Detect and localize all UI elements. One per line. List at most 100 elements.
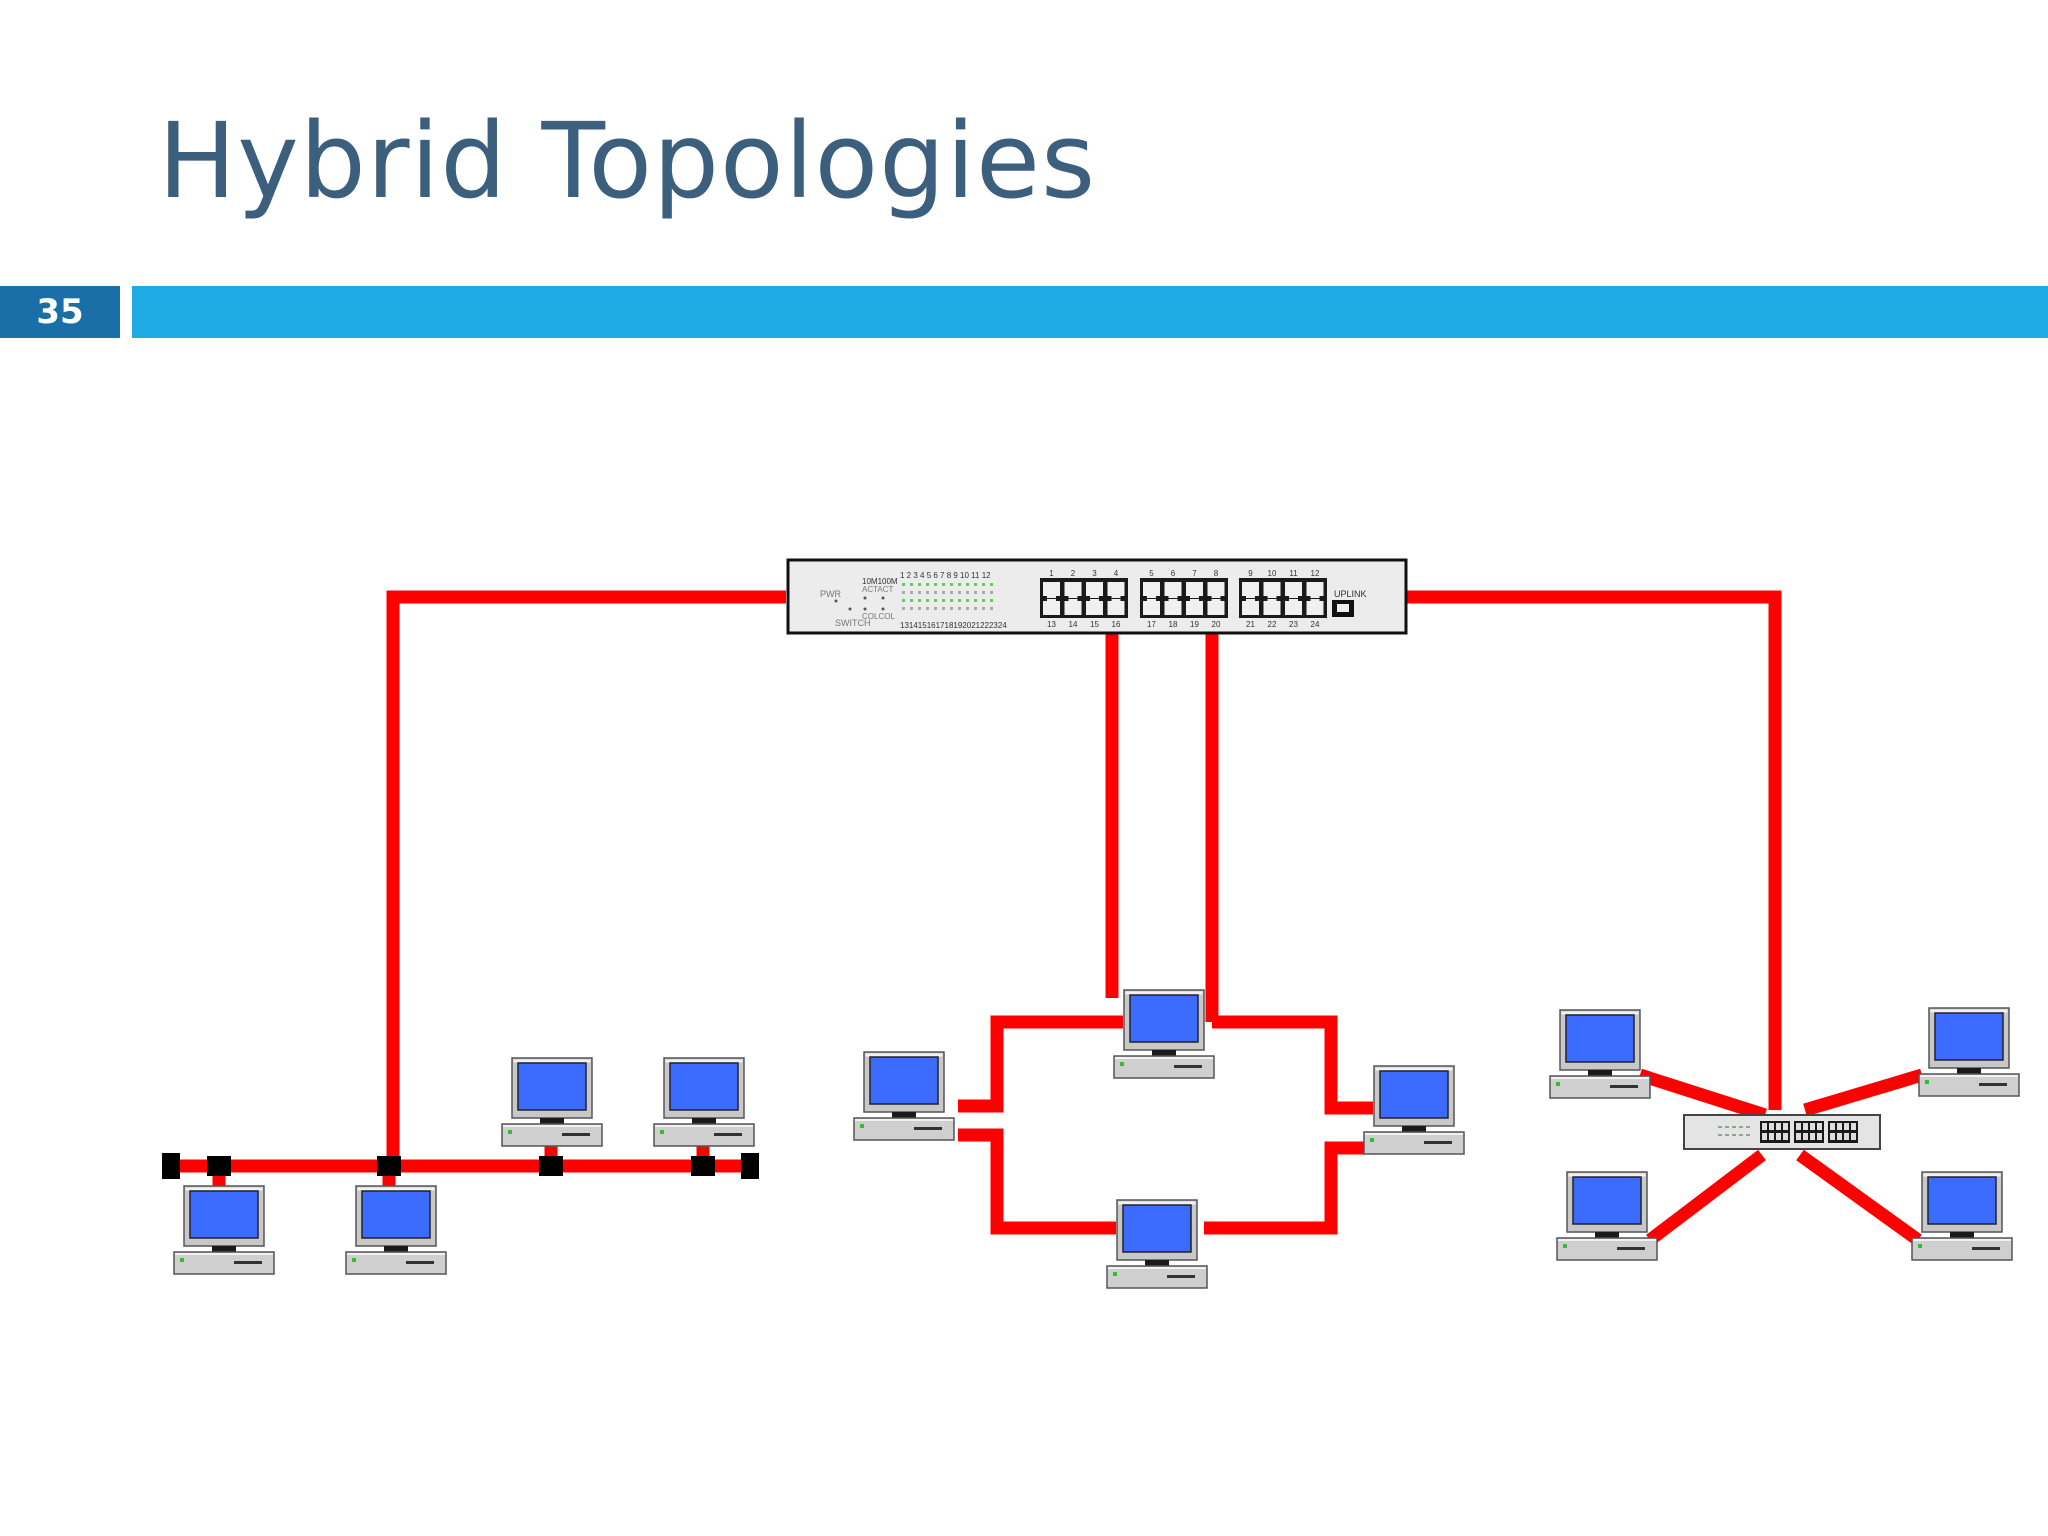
computer-icon bbox=[1556, 1171, 1658, 1261]
port-number-label: 22 bbox=[1268, 620, 1277, 629]
port-number-label: 23 bbox=[1289, 620, 1298, 629]
ethernet-port bbox=[1186, 582, 1203, 596]
computer-icon bbox=[1918, 1007, 2020, 1097]
bus-terminator-icon bbox=[162, 1153, 180, 1179]
switch-label-speed: 10M100M bbox=[862, 577, 898, 586]
switch-led bbox=[974, 607, 977, 610]
switch-led bbox=[918, 599, 921, 602]
port-number-label: 13 bbox=[1047, 620, 1056, 629]
port-number-label: 1 bbox=[1049, 569, 1054, 578]
switch-uplink-label: UPLINK bbox=[1334, 589, 1367, 599]
switch-led bbox=[958, 607, 961, 610]
hub-port-block bbox=[1794, 1121, 1824, 1143]
cable-switch-to-bus bbox=[386, 590, 786, 1166]
switch-led bbox=[966, 583, 969, 586]
switch-led bbox=[926, 607, 929, 610]
switch-led bbox=[910, 599, 913, 602]
ethernet-port bbox=[1164, 582, 1182, 596]
ethernet-port bbox=[1086, 601, 1103, 615]
computer-icon bbox=[1549, 1009, 1651, 1099]
port-number-label: 11 bbox=[1289, 569, 1298, 578]
switch-led bbox=[918, 607, 921, 610]
title-accent-bar bbox=[132, 286, 2048, 338]
computer-icon bbox=[1106, 1199, 1208, 1289]
switch-led bbox=[942, 583, 945, 586]
switch-led bbox=[958, 583, 961, 586]
star-spoke-cable bbox=[1646, 1149, 1766, 1246]
switch-led-numbers-bottom: 131415161718192021222324 bbox=[900, 621, 1007, 630]
switch-led bbox=[942, 591, 945, 594]
switch-led bbox=[982, 607, 985, 610]
bus-terminator-icon bbox=[741, 1153, 759, 1179]
ethernet-port bbox=[1242, 601, 1259, 615]
ethernet-port bbox=[1306, 582, 1324, 596]
switch-led bbox=[942, 607, 945, 610]
switch-led bbox=[990, 583, 993, 586]
ethernet-port bbox=[1242, 582, 1259, 596]
star-spoke-cable bbox=[1796, 1149, 1922, 1246]
switch-label-col: COLCOL bbox=[862, 612, 895, 621]
switch-led bbox=[958, 599, 961, 602]
port-number-label: 8 bbox=[1214, 569, 1219, 578]
switch-led-numbers-top: 1 2 3 4 5 6 7 8 9 10 11 12 bbox=[900, 571, 991, 580]
switch-led bbox=[902, 591, 905, 594]
port-number-label: 5 bbox=[1149, 569, 1154, 578]
switch-led bbox=[982, 599, 985, 602]
port-number-label: 20 bbox=[1212, 620, 1221, 629]
star-spoke-cable bbox=[1638, 1068, 1767, 1122]
switch-led bbox=[950, 591, 953, 594]
switch-led bbox=[902, 607, 905, 610]
switch-led bbox=[934, 591, 937, 594]
switch-led-rows bbox=[902, 583, 993, 610]
network-cables bbox=[170, 590, 1924, 1246]
port-number-label: 14 bbox=[1069, 620, 1078, 629]
bus-tap-connector bbox=[539, 1156, 563, 1176]
switch-led bbox=[974, 583, 977, 586]
port-number-label: 19 bbox=[1190, 620, 1199, 629]
ethernet-port bbox=[1064, 601, 1082, 615]
port-number-label: 10 bbox=[1268, 569, 1277, 578]
port-number-label: 21 bbox=[1246, 620, 1255, 629]
hub-port-block bbox=[1760, 1121, 1790, 1143]
computer-icon bbox=[173, 1185, 275, 1275]
ring-cable-bottom-right bbox=[1204, 1141, 1368, 1235]
port-number-label: 16 bbox=[1112, 620, 1121, 629]
switch-led bbox=[926, 599, 929, 602]
switch-led bbox=[950, 607, 953, 610]
switch-led bbox=[926, 591, 929, 594]
switch-led bbox=[982, 591, 985, 594]
bus-tap-connector bbox=[377, 1156, 401, 1176]
switch-label-pwr: PWR bbox=[820, 589, 841, 599]
port-number-label: 4 bbox=[1114, 569, 1119, 578]
computer-icon bbox=[653, 1057, 755, 1147]
switch-led bbox=[990, 591, 993, 594]
port-number-label: 18 bbox=[1169, 620, 1178, 629]
switch-led bbox=[958, 591, 961, 594]
switch-led bbox=[974, 599, 977, 602]
switch-led bbox=[902, 599, 905, 602]
switch-led bbox=[926, 583, 929, 586]
switch-led bbox=[982, 583, 985, 586]
switch-led bbox=[910, 591, 913, 594]
switch-led bbox=[918, 583, 921, 586]
switch-led bbox=[934, 599, 937, 602]
ring-cable-top-right bbox=[1212, 1015, 1373, 1115]
ethernet-port bbox=[1143, 601, 1160, 615]
ethernet-port bbox=[1086, 582, 1103, 596]
ethernet-port bbox=[1043, 601, 1060, 615]
ethernet-port bbox=[1164, 601, 1182, 615]
switch-label-switch: SWITCH bbox=[835, 618, 871, 628]
ethernet-port bbox=[1107, 601, 1125, 615]
port-number-label: 2 bbox=[1071, 569, 1076, 578]
switch-led bbox=[990, 599, 993, 602]
switch-led bbox=[950, 583, 953, 586]
bus-tap-connector bbox=[207, 1156, 231, 1176]
cable-switch-to-star bbox=[1402, 590, 1782, 1110]
switch-led bbox=[966, 607, 969, 610]
bus-tap-connector bbox=[691, 1156, 715, 1176]
computer-icon bbox=[853, 1051, 955, 1141]
switch-led bbox=[934, 607, 937, 610]
switch-led bbox=[950, 599, 953, 602]
